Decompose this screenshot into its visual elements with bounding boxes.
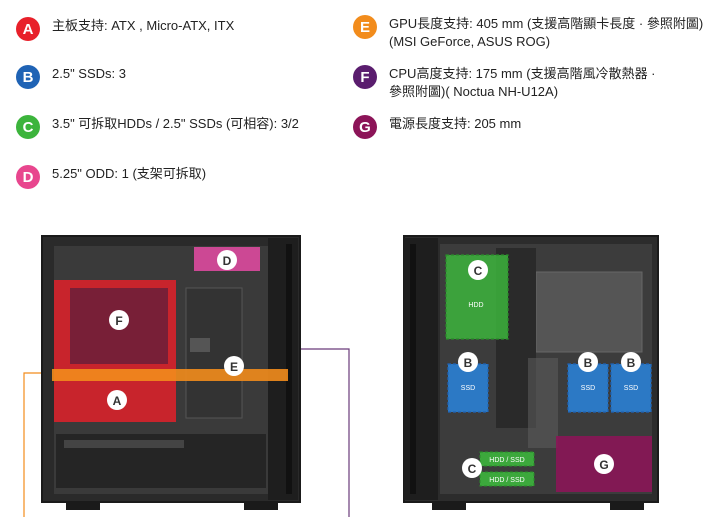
- ssd-text-1: SSD: [461, 385, 475, 392]
- label-a: A: [107, 390, 127, 410]
- back-view-case: HDD C SSD B SSD B SSD B HDD / SSD HDD / …: [403, 235, 659, 510]
- label-f: F: [109, 310, 129, 330]
- svg-text:C: C: [474, 264, 483, 278]
- label-e: E: [224, 356, 244, 376]
- label-b-2: B: [578, 352, 598, 372]
- label-c-bottom: C: [462, 458, 482, 478]
- svg-text:D: D: [223, 254, 232, 268]
- badge-a: A: [16, 17, 40, 41]
- hdd-ssd-text-2: HDD / SSD: [489, 477, 524, 484]
- front-panel-strip: [286, 244, 292, 494]
- cable-channel: [528, 358, 558, 448]
- spec-d-text: 5.25" ODD: 1 (支架可拆取): [52, 166, 207, 181]
- spec-e-text: GPU長度支持: 405 mm (支援高階顯卡長度 · 參照附圖) (MSI G…: [389, 16, 704, 49]
- label-c-top: C: [468, 260, 488, 280]
- svg-text:G: G: [599, 458, 608, 472]
- label-g: G: [594, 454, 614, 474]
- spec-f: F CPU高度支持: 175 mm (支援高階風冷散熱器 · 參照附圖)( No…: [353, 65, 656, 101]
- svg-text:A: A: [113, 394, 122, 408]
- svg-text:B: B: [627, 356, 636, 370]
- spec-d: D 5.25" ODD: 1 (支架可拆取): [16, 165, 206, 189]
- svg-text:F: F: [115, 314, 122, 328]
- spec-e: E GPU長度支持: 405 mm (支援高階顯卡長度 · 參照附圖) (MSI…: [353, 15, 703, 51]
- svg-text:B: B: [464, 356, 473, 370]
- spec-g: G 電源長度支持: 205 mm: [353, 115, 521, 139]
- ssd-text-3: SSD: [624, 385, 638, 392]
- badge-b: B: [16, 65, 40, 89]
- spec-b-text: 2.5" SSDs: 3: [52, 66, 126, 81]
- badge-f: F: [353, 65, 377, 89]
- hdd-text: HDD: [468, 302, 483, 309]
- front-foot-left: [66, 502, 100, 510]
- spec-f-text: CPU高度支持: 175 mm (支援高階風冷散熱器 · 參照附圖)( Noct…: [389, 66, 656, 99]
- back-panel-strip: [410, 244, 416, 494]
- drive-bracket: [190, 338, 210, 352]
- back-panel-left: [404, 238, 438, 500]
- spec-b: B 2.5" SSDs: 3: [16, 65, 126, 89]
- spec-g-text: 電源長度支持: 205 mm: [389, 116, 522, 131]
- spec-a: A 主板支持: ATX , Micro-ATX, ITX: [16, 17, 234, 41]
- drive-cage: [185, 287, 243, 419]
- back-foot-left: [432, 502, 466, 510]
- label-d: D: [217, 250, 237, 270]
- spec-c-text: 3.5" 可拆取HDDs / 2.5" SSDs (可相容): 3/2: [52, 116, 299, 131]
- label-b-3: B: [621, 352, 641, 372]
- ssd-text-2: SSD: [581, 385, 595, 392]
- spec-a-text: 主板支持: ATX , Micro-ATX, ITX: [52, 18, 235, 33]
- spec-c: C 3.5" 可拆取HDDs / 2.5" SSDs (可相容): 3/2: [16, 115, 299, 139]
- front-foot-right: [244, 502, 278, 510]
- svg-text:B: B: [584, 356, 593, 370]
- back-foot-right: [610, 502, 644, 510]
- zone-c-tray-2: [479, 471, 535, 487]
- zone-c-tray-1: [479, 451, 535, 467]
- svg-text:E: E: [230, 360, 238, 374]
- badge-c: C: [16, 115, 40, 139]
- label-b-1: B: [458, 352, 478, 372]
- hdd-ssd-text-1: HDD / SSD: [489, 457, 524, 464]
- zone-e-gpu: [52, 369, 288, 381]
- svg-text:C: C: [468, 462, 477, 476]
- badge-e: E: [353, 15, 377, 39]
- cutout-window: [535, 271, 643, 353]
- shroud-vent: [64, 440, 184, 448]
- front-view-case: D F E A: [23, 235, 350, 517]
- badge-d: D: [16, 165, 40, 189]
- badge-g: G: [353, 115, 377, 139]
